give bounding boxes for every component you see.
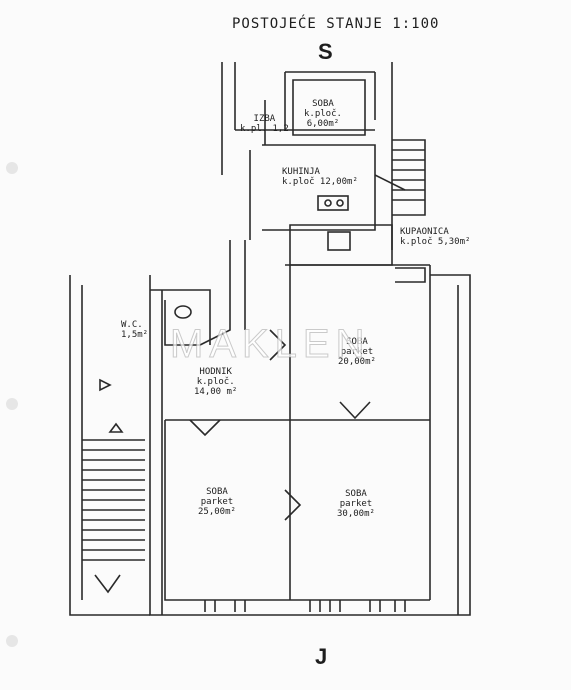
compass-south-label: J — [315, 644, 328, 669]
toilet — [174, 305, 192, 319]
wall — [150, 289, 211, 345]
burner — [324, 199, 332, 207]
stairwell — [69, 275, 150, 616]
burner — [336, 199, 344, 207]
door-swing — [339, 401, 371, 420]
door-swing — [269, 329, 287, 361]
compass-north-label: S — [318, 39, 333, 64]
window — [204, 600, 246, 612]
wall — [149, 274, 471, 616]
balcony — [392, 139, 426, 216]
kitchen-sink — [317, 195, 349, 211]
drawing-title: POSTOJEĆE STANJE 1:100 — [232, 16, 440, 32]
punch-hole — [6, 398, 18, 410]
stair-arrow — [108, 422, 124, 433]
bathtub — [327, 231, 351, 251]
wall — [292, 79, 366, 136]
punch-hole — [6, 162, 18, 174]
entrance-arrow — [99, 378, 112, 392]
room-label-wc: W.C.1,5m² — [121, 320, 149, 340]
door-swing — [94, 574, 121, 594]
window — [309, 600, 341, 612]
door-swing — [284, 489, 302, 521]
stair-steps — [82, 439, 145, 561]
door-swing — [189, 419, 221, 437]
wall — [164, 420, 430, 601]
wall — [374, 174, 406, 191]
window — [395, 267, 426, 283]
wall — [262, 144, 376, 231]
punch-hole — [6, 635, 18, 647]
wall — [289, 224, 393, 266]
window — [369, 600, 406, 612]
stair-steps — [392, 149, 425, 201]
wall — [164, 300, 200, 346]
watermark: MAKLEN — [170, 322, 371, 367]
